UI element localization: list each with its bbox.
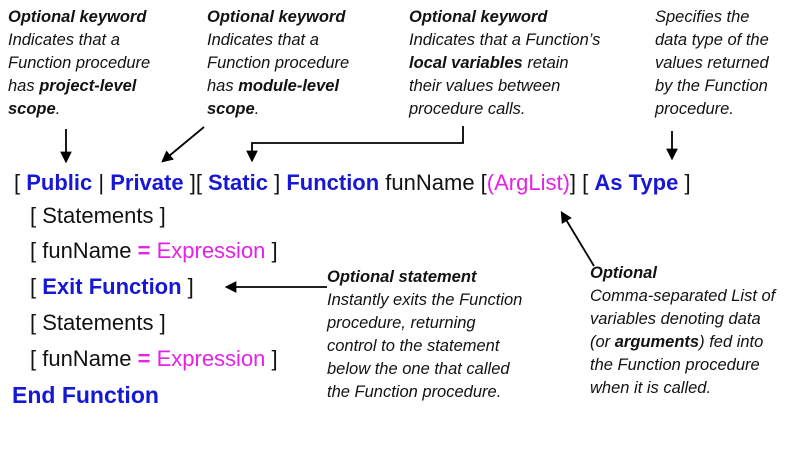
callout-text: procedure calls. [409,100,526,118]
code-line-statements-1: [ Statements ] [30,203,166,228]
expression-text: Expression [150,238,266,263]
keyword-private: Private [110,170,184,195]
code-line-assignment-1: [ funName = Expression ] [30,237,278,264]
code-plain: ] [265,346,278,371]
callout-text: Function procedure [207,54,350,72]
keyword-end-function: End Function [12,382,159,408]
callout-static-keyword: Optional keyword Indicates that a Functi… [409,6,639,121]
expression-text: Expression [150,346,266,371]
syntax-plain: | [92,170,111,195]
callout-text: has project-level [8,75,198,98]
arrow-arglist-callout-to-arglist [560,210,595,267]
callout-text: values returned [655,54,769,72]
callout-text: procedure. [655,100,734,118]
code-plain: [ funName [30,238,138,263]
callout-text: data type of the [655,31,769,49]
callout-text-run: has [207,77,239,95]
callout-text-run: ) fed into [699,333,764,351]
syntax-plain: ][ [183,170,209,195]
callout-text-run: has [8,77,40,95]
callout-text: control to the statement [327,337,500,355]
code-plain: [ funName [30,346,138,371]
syntax-plain: ] [ [569,170,595,195]
arglist-text: (ArgList) [486,170,570,195]
callout-text: Function procedure [8,54,151,72]
callout-text: Specifies the [655,8,750,26]
keyword-function: Function [286,170,380,195]
equals-sign: = [137,238,151,263]
callout-exit-statement: Optional statement Instantly exits the F… [327,266,562,404]
arrow-module-scope-to-private [161,126,205,163]
callout-text: local variables retain [409,52,639,75]
callout-title: Optional keyword [8,8,147,26]
code-line-exit-function: [ Exit Function ] [30,273,194,300]
syntax-plain: [ [14,170,27,195]
code-plain: ] [265,238,278,263]
keyword-as-type: As Type [594,170,679,195]
callout-module-scope: Optional keyword Indicates that a Functi… [207,6,397,121]
callout-as-type: Specifies the data type of the values re… [655,6,800,121]
callout-title: Optional statement [327,268,477,286]
callout-text-run: (or [590,333,615,351]
callout-text: the Function procedure. [327,383,502,401]
callout-text: their values between [409,77,561,95]
callout-text-bold: project-level [39,77,137,95]
equals-sign: = [137,346,151,371]
callout-text-bold: arguments [614,333,700,351]
callout-text: procedure, returning [327,314,476,332]
callout-text: Comma-separated List of [590,287,776,305]
callout-title: Optional keyword [409,8,548,26]
callout-text-bold: scope [207,100,255,118]
callout-text: Indicates that a [207,31,319,49]
code-line-assignment-2: [ funName = Expression ] [30,345,278,372]
callout-text-run: . [55,100,61,118]
callout-title: Optional keyword [207,8,346,26]
code-plain: [ [30,274,43,299]
callout-text-bold: scope [8,100,56,118]
callout-text: scope. [207,98,397,121]
callout-title: Optional [590,264,657,282]
callout-text: scope. [8,98,198,121]
keyword-static: Static [208,170,268,195]
callout-text: Instantly exits the Function [327,291,523,309]
syntax-plain: ] [678,170,691,195]
callout-text: Indicates that a Function’s [409,31,601,49]
code-plain: ] [181,274,194,299]
keyword-public: Public [26,170,93,195]
syntax-declaration-line: [ Public | Private ][ Static ] Function … [14,169,691,196]
callout-text-run: retain [522,54,569,72]
syntax-plain: ] [267,170,287,195]
callout-project-scope: Optional keyword Indicates that a Functi… [8,6,198,121]
callout-text: below the one that called [327,360,510,378]
arrow-static-callout-to-static [246,126,464,163]
callout-text: variables denoting data [590,310,761,328]
funname-text: funName [ [379,170,487,195]
callout-arglist: Optional Comma-separated List of variabl… [590,262,800,400]
code-line-statements-2: [ Statements ] [30,310,166,335]
callout-text-bold: module-level [238,77,340,95]
callout-text: has module-level [207,75,397,98]
callout-text-bold: local variables [409,54,523,72]
callout-text: when it is called. [590,379,712,397]
callout-text-run: . [254,100,260,118]
callout-text: Indicates that a [8,31,120,49]
callout-text: (or arguments) fed into [590,331,800,354]
callout-text: by the Function [655,77,768,95]
callout-text: the Function procedure [590,356,760,374]
keyword-exit-function: Exit Function [42,274,182,299]
